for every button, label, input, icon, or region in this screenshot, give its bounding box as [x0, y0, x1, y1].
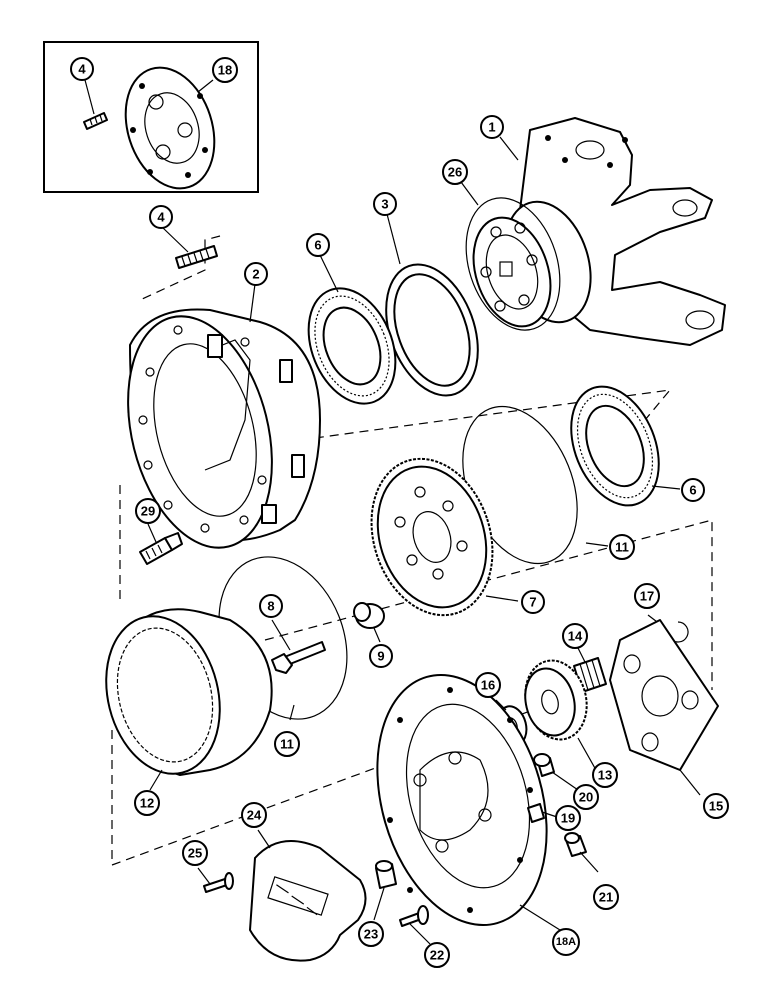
svg-text:2: 2: [252, 267, 259, 282]
svg-text:18: 18: [218, 63, 232, 78]
callout-17: 17: [634, 583, 660, 609]
callout-6-top: 6: [306, 233, 330, 257]
callout-22: 22: [424, 942, 450, 968]
svg-text:6: 6: [689, 483, 696, 498]
callout-13: 13: [592, 762, 618, 788]
callout-6-right: 6: [681, 478, 705, 502]
callouts: 4 18 4 1 26 3 6 2 6 29 11: [70, 57, 729, 968]
planet-gear-part: [524, 659, 597, 771]
svg-text:17: 17: [640, 589, 654, 604]
inset-hub-plate: [124, 66, 216, 190]
svg-text:20: 20: [579, 790, 593, 805]
svg-text:6: 6: [314, 238, 321, 253]
svg-text:4: 4: [78, 62, 86, 77]
ring-gear-part: [105, 608, 273, 791]
bearing-top-part: [307, 254, 397, 405]
svg-text:26: 26: [448, 165, 462, 180]
svg-text:9: 9: [377, 649, 384, 664]
svg-text:3: 3: [381, 197, 388, 212]
svg-text:12: 12: [140, 796, 154, 811]
callout-1: 1: [480, 115, 504, 139]
cover-plate-part: [249, 829, 367, 962]
callout-4: 4: [149, 205, 173, 229]
svg-text:11: 11: [615, 540, 629, 555]
svg-text:16: 16: [481, 678, 495, 693]
svg-text:19: 19: [561, 811, 575, 826]
hub-spindle-part: [472, 200, 592, 328]
callout-21: 21: [593, 884, 619, 910]
ring-gear-carrier-part: [370, 457, 519, 617]
callout-12: 12: [134, 790, 160, 816]
callout-11-right: 11: [609, 534, 635, 560]
hub-cover-part: [376, 673, 561, 931]
callout-18: 18: [212, 57, 238, 83]
dowel-part: [564, 832, 599, 873]
callout-25: 25: [182, 840, 208, 866]
callout-23: 23: [358, 921, 384, 947]
svg-text:15: 15: [709, 799, 723, 814]
callout-4-inset: 4: [70, 57, 94, 81]
callout-2: 2: [244, 262, 268, 286]
screw-25-part: [197, 867, 234, 893]
svg-text:4: 4: [157, 210, 165, 225]
svg-text:23: 23: [364, 927, 378, 942]
callout-29: 29: [135, 498, 161, 524]
spacer-part: [353, 602, 385, 643]
svg-text:22: 22: [430, 948, 444, 963]
svg-text:7: 7: [529, 595, 536, 610]
svg-text:29: 29: [141, 504, 155, 519]
svg-text:13: 13: [598, 768, 612, 783]
callout-14: 14: [562, 623, 588, 649]
hub-carrier-part: [127, 283, 321, 549]
svg-text:14: 14: [568, 629, 583, 644]
inset-stud: [83, 112, 108, 130]
seal-part: [385, 213, 479, 397]
callout-24: 24: [241, 802, 267, 828]
snap-ring-26-part: [460, 181, 561, 331]
stud-29-part: [139, 523, 183, 565]
stud-part: [161, 226, 218, 269]
svg-text:11: 11: [280, 737, 294, 752]
callout-26: 26: [442, 159, 468, 185]
callout-8: 8: [259, 594, 283, 618]
swivel-housing-part: [472, 117, 726, 346]
inset-box: [43, 41, 259, 193]
callout-15: 15: [703, 793, 729, 819]
gasket-plate-part: [609, 619, 719, 796]
callout-7: 7: [521, 590, 545, 614]
svg-text:21: 21: [599, 890, 613, 905]
callout-20: 20: [573, 784, 599, 810]
bearing-right-part: [570, 385, 681, 507]
callout-11-left: 11: [274, 731, 300, 757]
callout-9: 9: [369, 644, 393, 668]
pinion-shaft-part: [573, 647, 607, 693]
plug-23-part: [373, 860, 397, 921]
svg-text:24: 24: [247, 808, 262, 823]
callout-19: 19: [555, 805, 581, 831]
callout-16: 16: [475, 672, 501, 698]
screw-22-part: [399, 905, 431, 945]
plug-20-part: [533, 753, 579, 791]
svg-text:18A: 18A: [556, 936, 576, 948]
svg-text:8: 8: [267, 599, 274, 614]
callout-18a: 18A: [552, 928, 580, 956]
callout-3: 3: [373, 192, 397, 216]
svg-text:1: 1: [488, 120, 495, 135]
svg-text:25: 25: [188, 846, 202, 861]
bolt-part: [271, 619, 326, 674]
